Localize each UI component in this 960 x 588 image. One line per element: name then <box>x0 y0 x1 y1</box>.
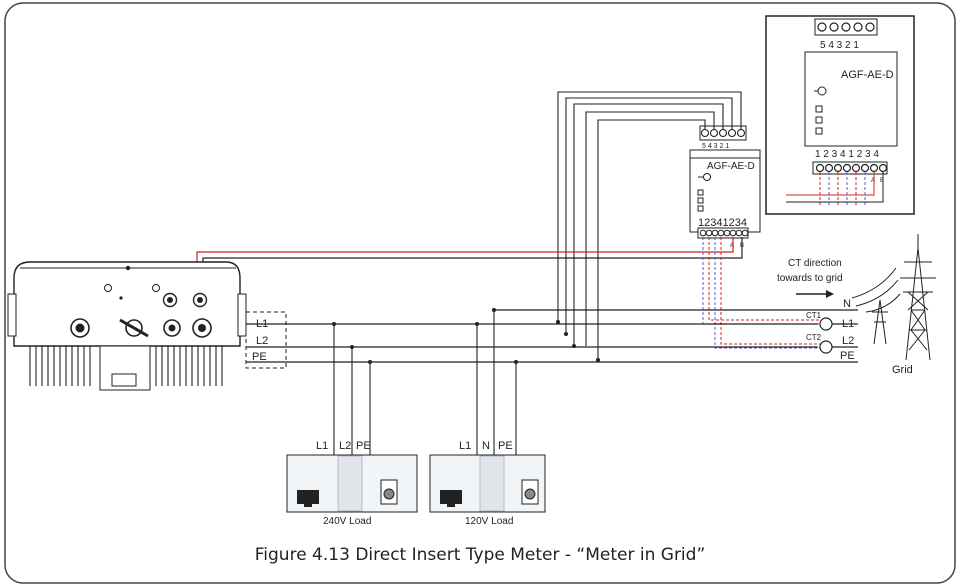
main-led-icon <box>698 173 711 181</box>
load-240v-terminal-l1: L1 <box>316 440 328 452</box>
main-a-label: A <box>730 243 734 249</box>
ct2-sensor-icon <box>819 340 833 354</box>
inverter <box>7 261 247 391</box>
inset-indicator-3 <box>815 127 823 135</box>
transmission-tower-icon <box>851 234 936 361</box>
inset-meter-panel: 5 4 3 2 1 AGF-AE-D 1 2 3 4 1 2 3 4 A B <box>765 15 915 215</box>
grid-line-l2: L2 <box>842 335 854 347</box>
breaker-label-pe: PE <box>252 351 267 363</box>
tv-icon <box>297 490 319 507</box>
load-120v-wires <box>476 310 517 455</box>
ct1-sensor-icon <box>819 317 833 331</box>
figure-caption: Figure 4.13 Direct Insert Type Meter - “… <box>255 545 706 565</box>
breaker-box: L1 L2 PE <box>245 311 287 369</box>
load-120v-terminal-pe: PE <box>498 440 513 452</box>
breaker-label-l2: L2 <box>256 335 268 347</box>
ct2-label: CT2 <box>806 333 822 342</box>
grid-line-pe: PE <box>840 350 855 362</box>
bus-junction-dots <box>332 308 600 364</box>
inset-led-icon <box>814 86 827 96</box>
bus-lines <box>246 309 858 363</box>
ct-signal-wires <box>702 237 826 349</box>
inset-a-label: A <box>871 178 875 184</box>
ct-direction-subtitle: towards to grid <box>777 273 843 284</box>
rs485-wires <box>196 237 743 298</box>
washing-machine-icon <box>521 479 539 505</box>
load-120v-name: 120V Load <box>465 516 513 527</box>
load-240v-terminal-pe: PE <box>356 440 371 452</box>
main-top-terminal-numbers: 5 4 3 2 1 <box>702 143 729 150</box>
inset-top-terminal-numbers: 5 4 3 2 1 <box>820 40 859 51</box>
tv-icon <box>440 490 462 507</box>
ct1-label: CT1 <box>806 311 822 320</box>
inset-indicator-2 <box>815 116 823 124</box>
main-meter-model: AGF-AE-D <box>707 161 755 172</box>
grid-label: Grid <box>892 364 913 376</box>
grid-line-n: N <box>843 298 851 310</box>
ct-direction-arrow-icon <box>796 290 834 298</box>
washing-machine-icon <box>380 479 398 505</box>
main-indicator-1 <box>697 189 704 196</box>
main-indicator-3 <box>697 205 704 212</box>
main-indicator-2 <box>697 197 704 204</box>
meter-voltage-wires <box>557 91 742 360</box>
load-240v: L1 L2 PE 240V Load <box>286 440 418 527</box>
inset-b-label: B <box>880 178 884 184</box>
load-240v-terminal-l2: L2 <box>339 440 351 452</box>
main-bottom-terminal-numbers: 12341234 <box>698 217 747 229</box>
inset-indicator-1 <box>815 105 823 113</box>
inset-meter-model: AGF-AE-D <box>841 69 894 81</box>
load-120v-terminal-l1: L1 <box>459 440 471 452</box>
load-120v-terminal-n: N <box>482 440 490 452</box>
load-120v: L1 N PE 120V Load <box>429 440 546 527</box>
figure-frame <box>4 2 956 584</box>
main-meter: 5 4 3 2 1 AGF-AE-D 12341234 A B <box>689 125 761 249</box>
load-240v-name: 240V Load <box>323 516 371 527</box>
grid-line-l1: L1 <box>842 318 854 330</box>
load-240v-wires <box>333 324 371 455</box>
inset-bottom-terminal-numbers: 1 2 3 4 1 2 3 4 <box>815 149 879 160</box>
ct-direction-title: CT direction <box>788 258 842 269</box>
small-tower-icon <box>872 299 888 345</box>
